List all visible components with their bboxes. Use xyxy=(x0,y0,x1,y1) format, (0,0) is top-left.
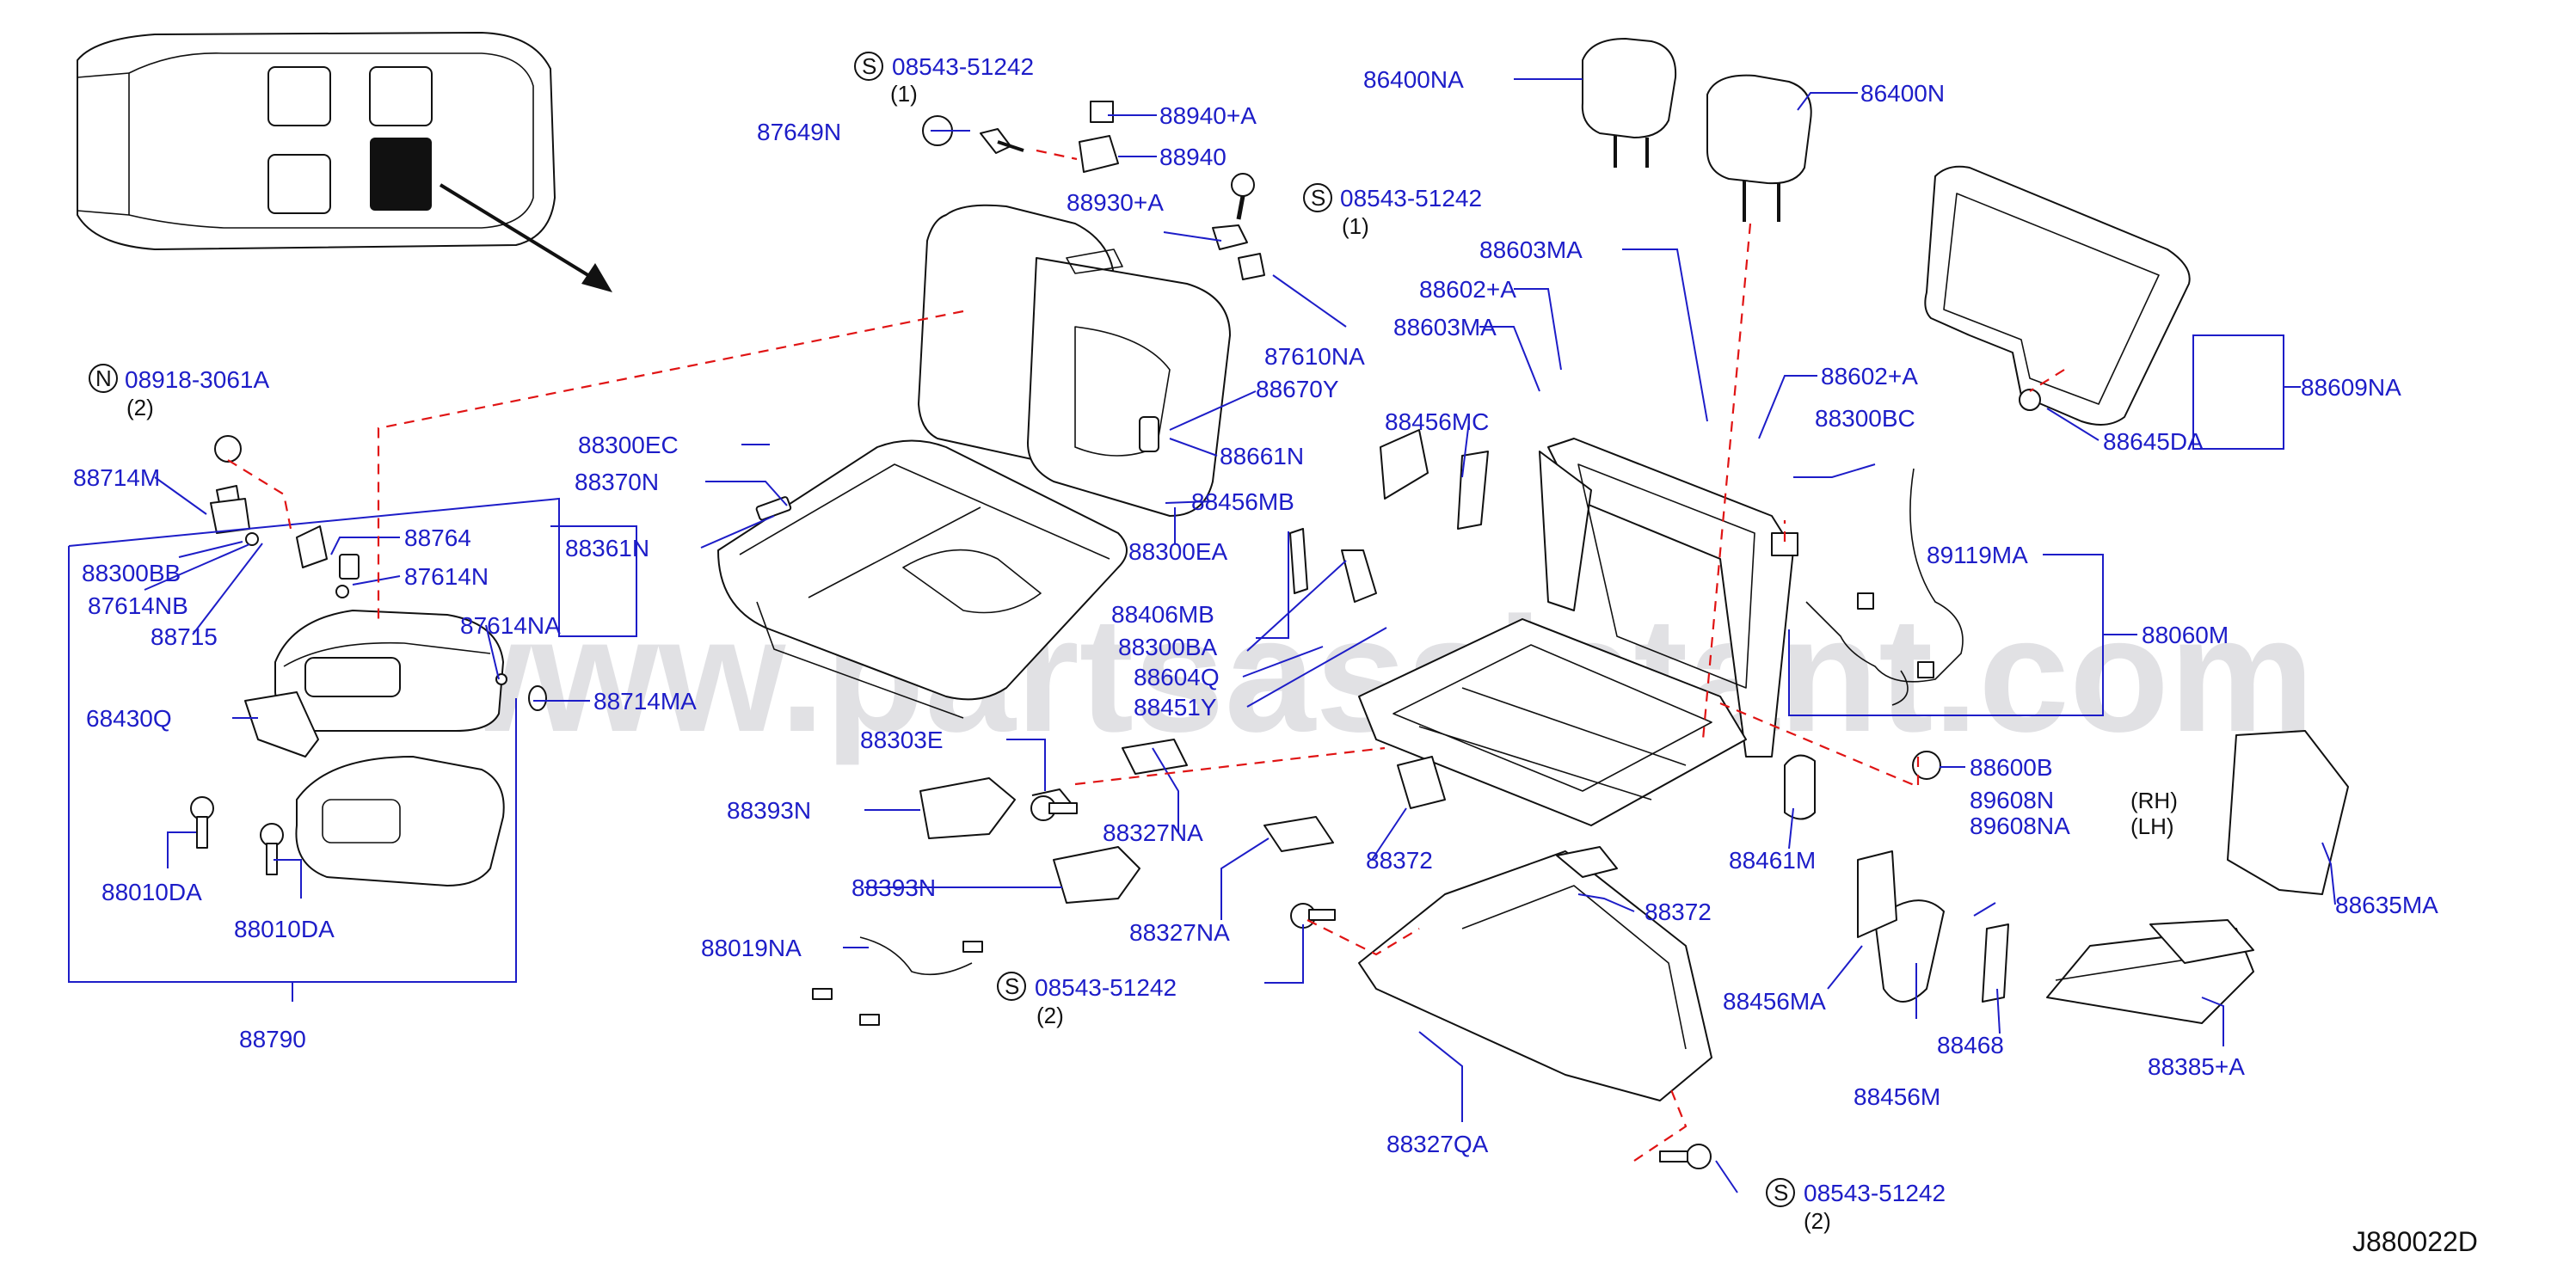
screw-symbol: S xyxy=(1005,973,1019,999)
diagram-reference-code: J880022D xyxy=(2352,1226,2478,1257)
part-label[interactable]: 08918-3061A xyxy=(125,366,269,393)
back-panel-illustration xyxy=(1924,165,2191,426)
part-label[interactable]: 88385+A xyxy=(2148,1053,2245,1080)
part-label[interactable]: 88790 xyxy=(239,1026,306,1052)
part-label[interactable]: 88300BB xyxy=(82,560,181,586)
seat-frame-illustration xyxy=(1358,438,1798,826)
part-label[interactable]: 88406MB xyxy=(1111,601,1214,628)
part-label[interactable]: 88451Y xyxy=(1134,694,1217,721)
part-label[interactable]: 88468 xyxy=(1937,1032,2004,1058)
part-label[interactable]: 88456MA xyxy=(1723,988,1826,1015)
part-label[interactable]: 88456M xyxy=(1854,1083,1940,1110)
part-label[interactable]: 88372 xyxy=(1366,847,1433,874)
part-label[interactable]: 88456MC xyxy=(1385,408,1489,435)
part-label[interactable]: 89608N xyxy=(1970,787,2054,813)
quantity-label: (1) xyxy=(1342,213,1369,239)
part-label[interactable]: 88060M xyxy=(2142,622,2229,648)
part-label[interactable]: 88327NA xyxy=(1129,919,1230,946)
part-label[interactable]: 88461M xyxy=(1729,847,1816,874)
part-label[interactable]: 88604Q xyxy=(1134,664,1220,690)
part-label[interactable]: 88327NA xyxy=(1103,819,1203,846)
part-label[interactable]: 86400N xyxy=(1860,80,1945,107)
dashed-connector-lines xyxy=(227,149,2065,1162)
seat-cushion-illustration xyxy=(717,439,1128,719)
side-note: (RH) xyxy=(2130,788,2178,813)
part-label[interactable]: 87614N xyxy=(404,563,489,590)
part-label[interactable]: 88019NA xyxy=(701,935,802,961)
part-label[interactable]: 88603MA xyxy=(1479,236,1583,263)
leader-lines xyxy=(68,78,2336,1193)
part-label[interactable]: 88714MA xyxy=(593,688,697,715)
small-parts-top xyxy=(922,101,1265,280)
part-label[interactable]: 88327QA xyxy=(1386,1131,1489,1157)
quantity-label: (2) xyxy=(1036,1003,1064,1028)
part-label[interactable]: 87649N xyxy=(757,119,841,145)
headrests-illustration xyxy=(1581,38,1812,222)
watermark: www.partsassistant.com xyxy=(403,584,2315,766)
part-label[interactable]: 88602+A xyxy=(1821,363,1918,390)
part-label[interactable]: 88940+A xyxy=(1159,102,1257,129)
part-label[interactable]: 88300EA xyxy=(1128,538,1228,565)
part-label[interactable]: 88940 xyxy=(1159,144,1227,170)
part-label[interactable]: 88609NA xyxy=(2301,374,2401,401)
callout-symbols: S S N S S xyxy=(89,52,1795,1207)
part-labels: 08543-51242 (1) 87649N 88940+A 88940 085… xyxy=(73,53,2438,1234)
wire-harness-illustration xyxy=(1805,468,1964,706)
part-label[interactable]: 88635MA xyxy=(2335,892,2438,918)
part-label[interactable]: 08543-51242 xyxy=(1340,185,1482,212)
part-label[interactable]: 88010DA xyxy=(234,916,335,942)
side-note: (LH) xyxy=(2130,813,2174,839)
part-label[interactable]: 88715 xyxy=(151,623,218,650)
screw-symbol: S xyxy=(1774,1180,1788,1205)
part-label[interactable]: 87614NB xyxy=(88,592,188,619)
part-label[interactable]: 88300EC xyxy=(578,432,679,458)
part-label[interactable]: 88930+A xyxy=(1067,189,1164,216)
part-label[interactable]: 86400NA xyxy=(1363,66,1464,93)
part-label[interactable]: 88370N xyxy=(575,469,659,495)
screw-symbol: S xyxy=(1311,185,1325,211)
part-label[interactable]: 88603MA xyxy=(1393,314,1497,340)
part-label[interactable]: 88602+A xyxy=(1419,276,1516,303)
lower-parts-illustration xyxy=(812,429,2349,1169)
part-label[interactable]: 88645DA xyxy=(2103,428,2204,455)
part-label[interactable]: 88661N xyxy=(1220,443,1304,469)
part-label[interactable]: 68430Q xyxy=(86,705,172,732)
part-label[interactable]: 87610NA xyxy=(1264,343,1365,370)
part-label[interactable]: 88300BC xyxy=(1815,405,1915,432)
quantity-label: (1) xyxy=(890,81,918,107)
seat-back-illustration xyxy=(918,204,1231,517)
part-label[interactable]: 89608NA xyxy=(1970,813,2070,839)
part-label[interactable]: 08543-51242 xyxy=(1035,974,1177,1001)
quantity-label: (2) xyxy=(126,395,154,420)
part-label[interactable]: 89119MA xyxy=(1927,542,2028,568)
vehicle-locator-illustration xyxy=(77,32,612,292)
armrest-illustration xyxy=(190,435,547,886)
part-label[interactable]: 88600B xyxy=(1970,754,2053,781)
quantity-label: (2) xyxy=(1804,1208,1831,1234)
part-label[interactable]: 87614NA xyxy=(460,612,561,639)
part-label[interactable]: 88456MB xyxy=(1191,488,1294,515)
part-label[interactable]: 88372 xyxy=(1645,899,1712,925)
part-label[interactable]: 88670Y xyxy=(1256,376,1339,402)
part-label[interactable]: 88764 xyxy=(404,525,471,551)
part-label[interactable]: 88361N xyxy=(565,535,649,561)
nut-symbol: N xyxy=(95,365,112,391)
part-label[interactable]: 08543-51242 xyxy=(892,53,1034,80)
part-label[interactable]: 88714M xyxy=(73,464,160,491)
screw-symbol: S xyxy=(862,53,876,79)
part-label[interactable]: 88303E xyxy=(860,727,944,753)
part-label[interactable]: 08543-51242 xyxy=(1804,1180,1946,1206)
part-label[interactable]: 88300BA xyxy=(1118,634,1218,660)
part-label[interactable]: 88010DA xyxy=(101,879,202,905)
part-label[interactable]: 88393N xyxy=(727,797,811,824)
part-label[interactable]: 88393N xyxy=(851,874,936,901)
